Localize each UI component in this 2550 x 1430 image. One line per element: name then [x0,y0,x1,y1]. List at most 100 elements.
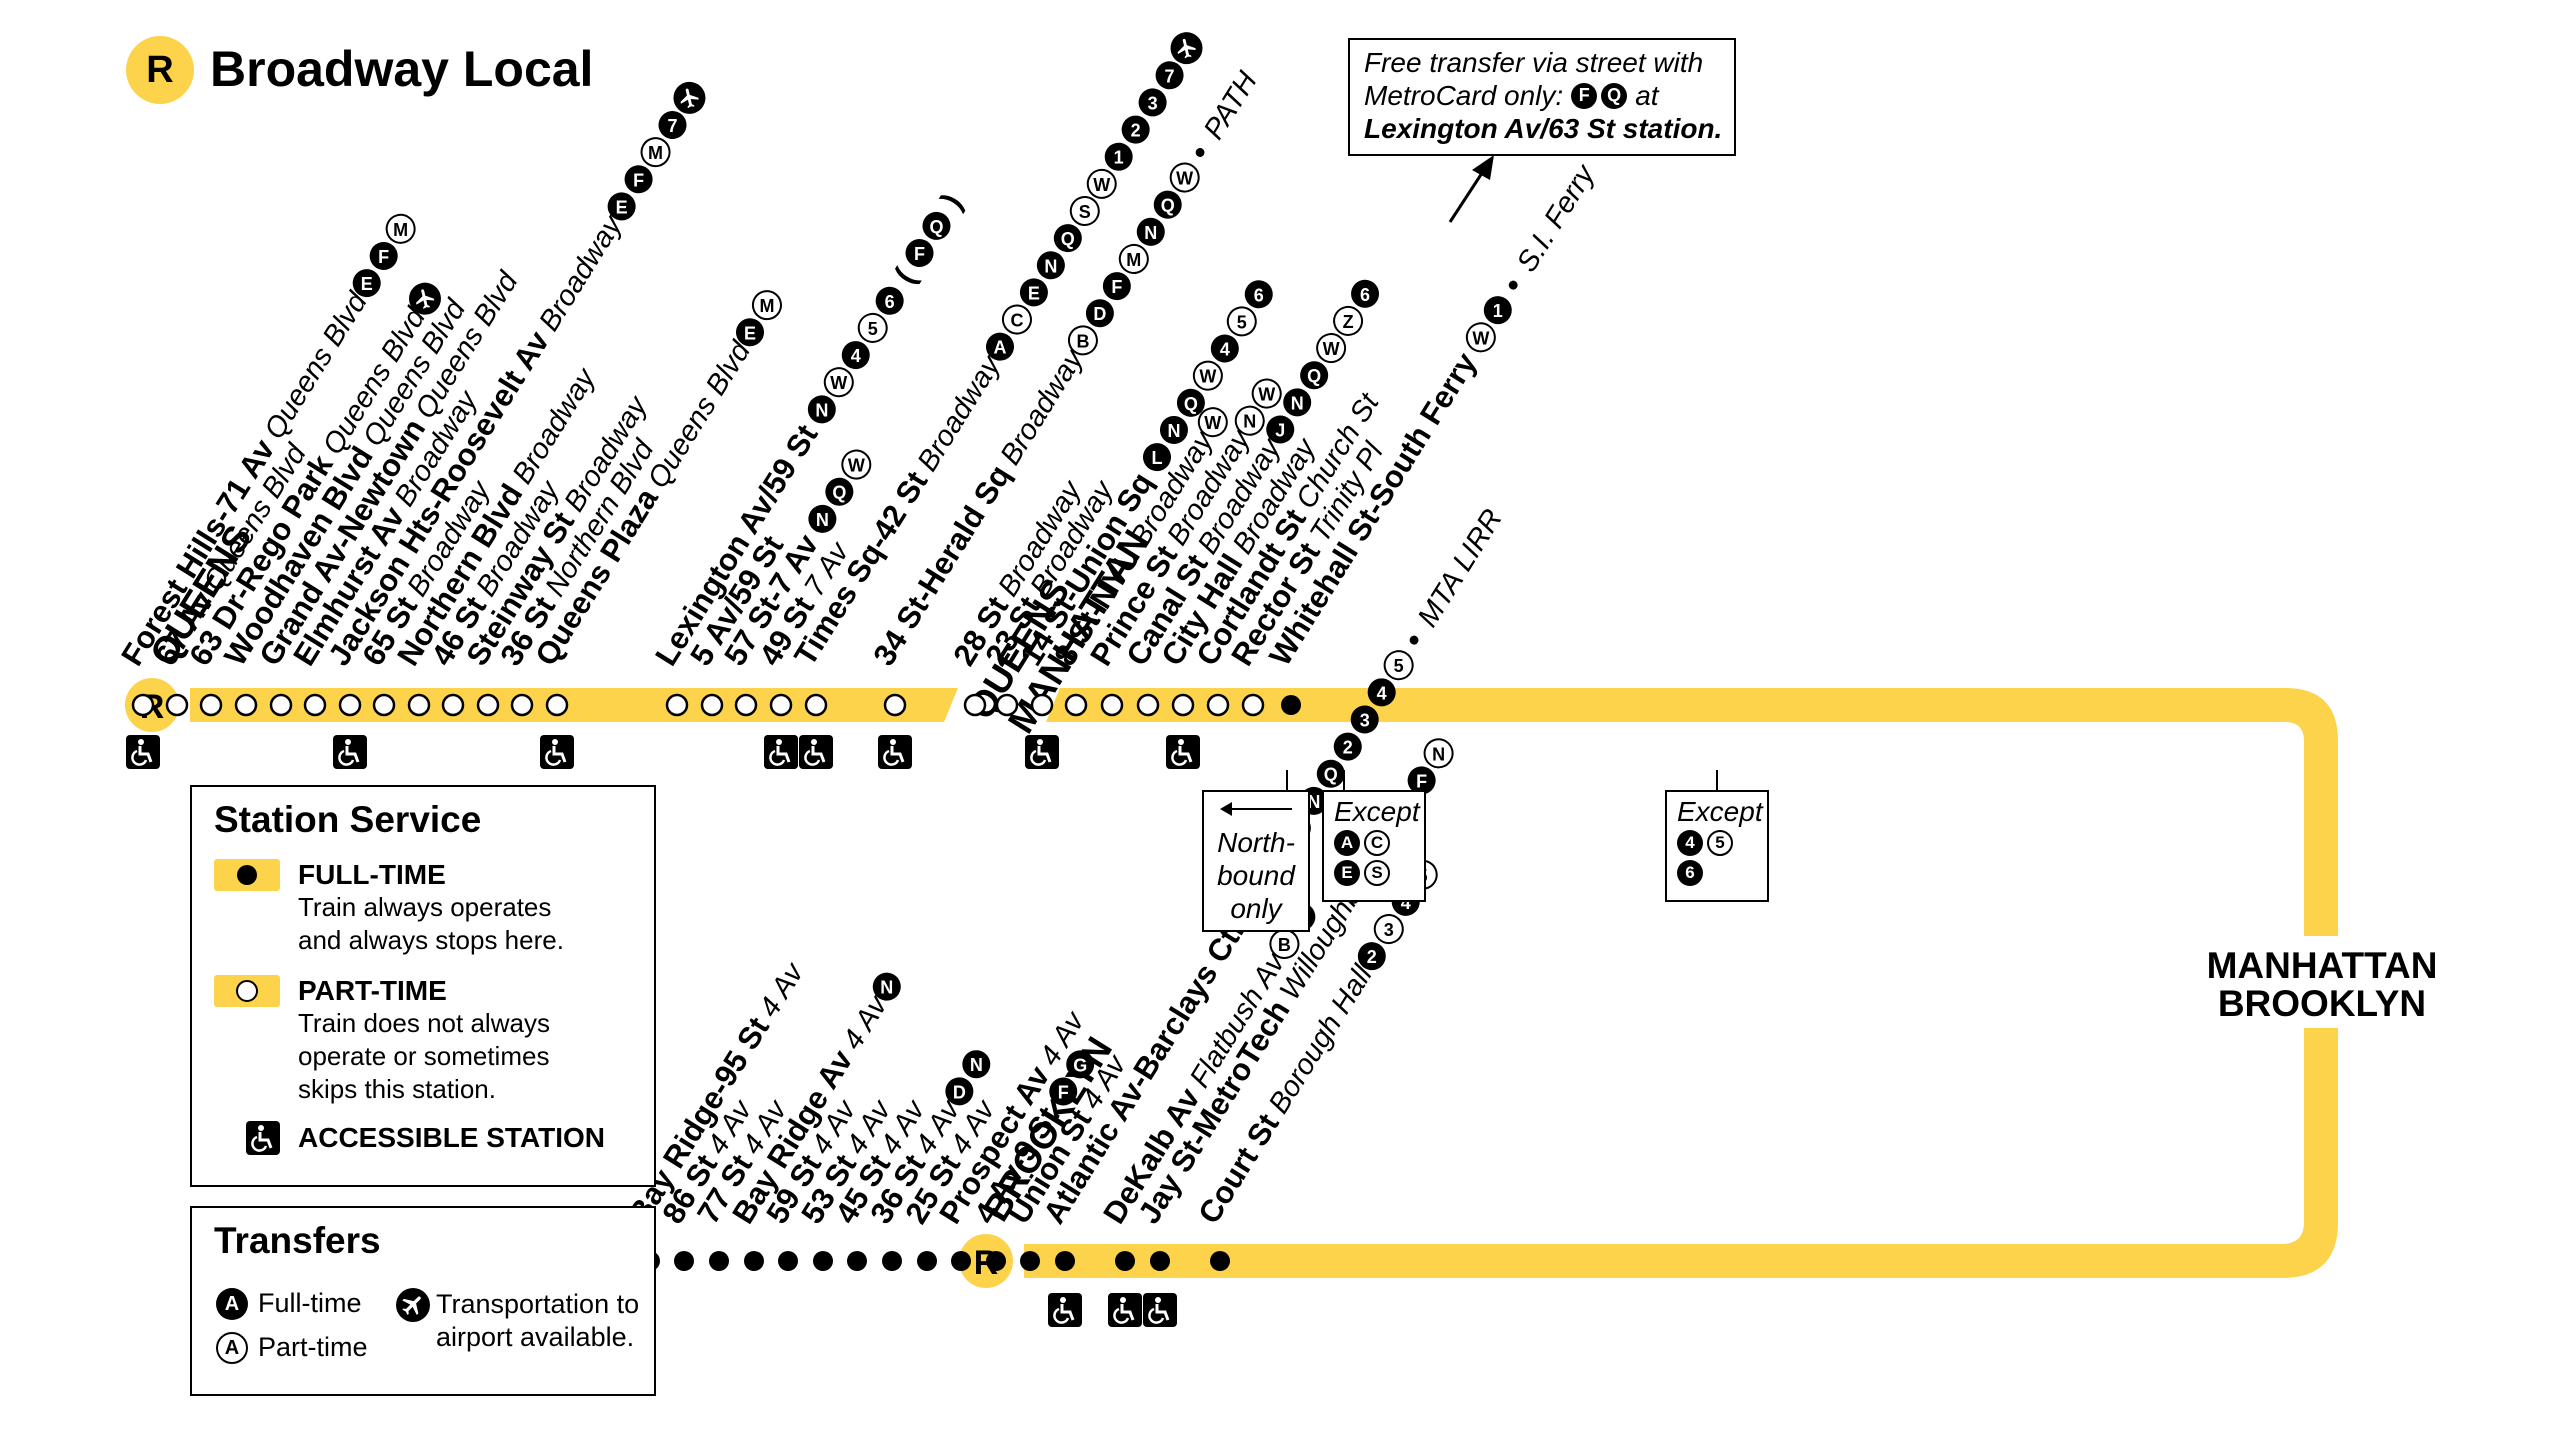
station-dot-14-st-union-sq[interactable] [1030,693,1054,717]
note-line-2-post: at [1635,80,1659,111]
station-dot-4-av-9-st[interactable] [986,1251,1006,1271]
station-dot-lexington-av-59-st[interactable] [665,693,689,717]
station-dot-45-st[interactable] [847,1251,867,1271]
northbound-line-2: bound [1217,860,1295,891]
station-dot-cortlandt-st[interactable] [1206,693,1230,717]
station-dot-steinway-st[interactable] [476,693,500,717]
transfer-text: PATH [1198,66,1264,145]
metrocard-transfer-note: Free transfer via street with MetroCard … [1348,38,1736,156]
station-dot-28-st[interactable] [963,693,987,717]
station-dot-rector-st[interactable] [1241,693,1265,717]
station-dot-atlantic-av-barclays-ctr[interactable] [1055,1251,1075,1271]
station-dot-49-st[interactable] [769,693,793,717]
station-dot-53-st[interactable] [813,1251,833,1271]
station-dot-whitehall-st-south-ferry[interactable] [1281,695,1301,715]
station-dot-57-st-7-av[interactable] [734,693,758,717]
station-dot-forest-hills-71-av[interactable] [131,693,155,717]
route-bullet-4: 4 [841,341,870,370]
svg-text:3: 3 [1384,920,1394,940]
station-street: Broadway [912,349,1008,477]
route-bullet-M: M [640,137,671,168]
accessible-icon [799,735,833,769]
accessible-icon [1048,1293,1082,1327]
transfer-text: • [1396,626,1431,654]
route-bullet-Q: Q [1601,82,1628,109]
svg-text:3: 3 [1360,710,1370,730]
note-line-2-pre: MetroCard only: [1364,80,1564,111]
route-bullet-A-part: A [216,1332,248,1364]
station-dot-jackson-hts-roosevelt-av[interactable] [338,693,362,717]
svg-text:5: 5 [1394,656,1404,676]
station-dot-elmhurst-av[interactable] [303,693,327,717]
svg-text:5: 5 [868,319,878,339]
route-bullet-W: W [1169,162,1200,193]
station-dot-grand-av-newtown[interactable] [269,693,293,717]
station-dot-25-st[interactable] [917,1251,937,1271]
svg-text:M: M [1126,250,1141,270]
station-dot-prospect-av[interactable] [951,1251,971,1271]
station-dot-union-st[interactable] [1020,1251,1040,1271]
route-bullet-2: 2 [1121,115,1150,144]
station-dot-jay-st-metrotech[interactable] [1150,1251,1170,1271]
full-time-dot-icon [237,865,257,885]
svg-text:N: N [1432,744,1445,764]
route-bullet-N: N [1136,217,1165,246]
station-dot-67-av[interactable] [165,693,189,717]
station-dot-dekalb-av[interactable] [1115,1251,1135,1271]
svg-text:Q: Q [1324,765,1338,785]
station-dot-woodhaven-blvd[interactable] [234,693,258,717]
accessible-icon [333,735,367,769]
legend-part-time-transfer-label: Part-time [258,1332,368,1362]
route-bullet-F: F [1407,766,1436,795]
station-dot-bay-ridge-av[interactable] [744,1251,764,1271]
station-dot-prince-st[interactable] [1100,693,1124,717]
route-bullet-W: W [1197,407,1228,438]
accessible-icon [246,1121,280,1155]
station-dot-northern-blvd[interactable] [407,693,431,717]
route-bullet-Z: Z [1333,305,1364,336]
svg-text:W: W [1199,367,1216,387]
svg-text:2: 2 [1131,121,1141,141]
route-bullet-Q: Q [825,477,854,506]
station-dot-46-st[interactable] [441,693,465,717]
route-bullet-2: 2 [1357,942,1386,971]
station-dot-times-sq-42-st[interactable] [804,693,828,717]
station-dot-queens-plaza[interactable] [545,693,569,717]
station-dot-86-st[interactable] [674,1251,694,1271]
svg-text:N: N [970,1055,983,1075]
route-bullet-J: J [1266,415,1295,444]
route-bullet-W: W [1086,168,1117,199]
station-dot-8-st-nyu[interactable] [1064,693,1088,717]
station-dot-59-st[interactable] [778,1251,798,1271]
route-bullet-N: N [808,504,837,533]
northbound-line-1: North- [1217,827,1295,858]
svg-text:N: N [1044,256,1057,276]
station-dot-34-st-herald-sq[interactable] [883,693,907,717]
station-dot-36-st[interactable] [882,1251,902,1271]
svg-text:Q: Q [929,217,943,237]
route-bullet-1: 1 [1104,142,1133,171]
station-dot-23-st[interactable] [995,693,1019,717]
station-dot-36-st[interactable] [510,693,534,717]
station-dot-77-st[interactable] [709,1251,729,1271]
svg-text:N: N [1167,421,1180,441]
svg-text:M: M [648,143,663,163]
svg-text:W: W [1204,413,1221,433]
station-dot-5-av-59-st[interactable] [700,693,724,717]
route-bullet-D: D [945,1077,974,1106]
station-dot-canal-st[interactable] [1136,693,1160,717]
station-dot-city-hall[interactable] [1171,693,1195,717]
station-dot-63-dr-rego-park[interactable] [199,693,223,717]
svg-text:N: N [1144,223,1157,243]
airport-icon [408,282,441,315]
airport-icon [1170,32,1203,65]
route-bullet-5: 5 [1383,650,1414,681]
station-street: Broadway [994,343,1090,471]
station-dot-65-st[interactable] [372,693,396,717]
route-bullet-2: 2 [1333,732,1362,761]
route-bullet-M: M [385,213,416,244]
station-dot-court-st[interactable] [1210,1251,1230,1271]
svg-text:F: F [1111,277,1122,297]
